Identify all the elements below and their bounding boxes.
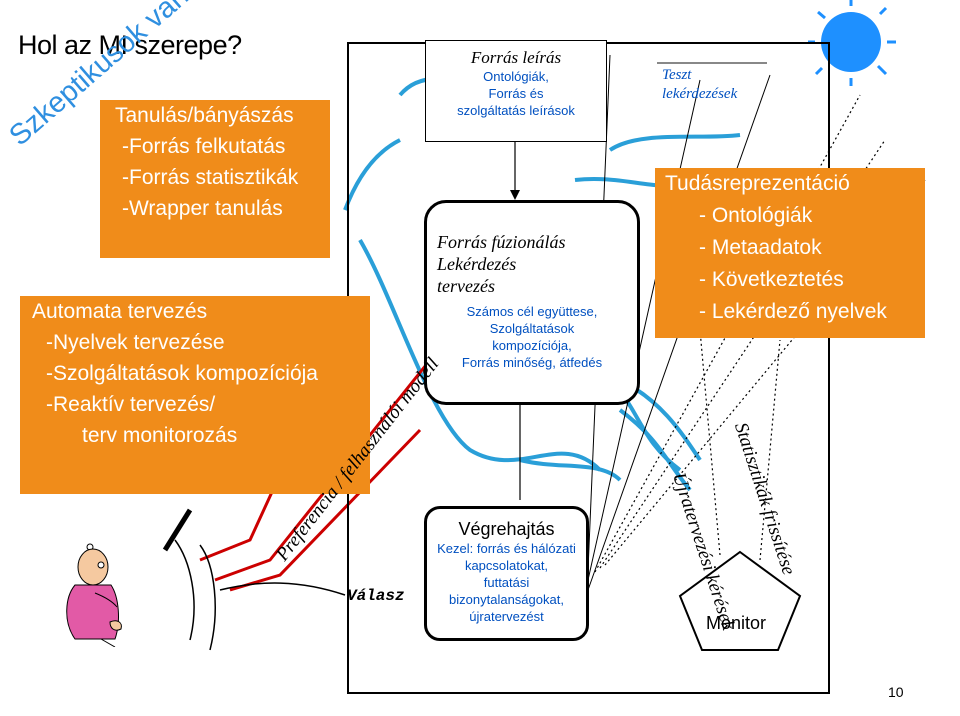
source-line: Ontológiák, [483, 69, 549, 84]
knowledge-line: - Metaadatok [699, 236, 822, 259]
fusion-line: Számos cél együttese, [466, 304, 598, 319]
knowledge-line: - Lekérdező nyelvek [699, 300, 887, 323]
slide-title: Hol az MI szerepe? [18, 30, 242, 60]
knowledge-box: Tudásreprezentáció - Ontológiák - Metaad… [655, 168, 925, 338]
source-title: Forrás leírás [470, 48, 562, 67]
answer-label: Válasz [347, 587, 405, 605]
user-figure-icon [66, 543, 122, 647]
planning-line: Automata tervezés [32, 300, 208, 323]
fusion-box: Forrás fúzionálás Lekérdezés tervezés Sz… [424, 200, 640, 405]
source-description-box: Forrás leírás Ontológiák, Forrás és szol… [425, 40, 607, 142]
test-queries-label: Teszt lekérdezések [662, 66, 737, 104]
source-line: Forrás és [488, 86, 544, 101]
execution-line: futtatási [483, 575, 530, 590]
planning-line: -Reaktív tervezés/ [46, 393, 216, 416]
test-queries-line: Teszt [662, 67, 692, 83]
fusion-title: Forrás fúzionálás Lekérdezés tervezés [427, 203, 637, 297]
execution-line: Kezel: forrás és hálózati [437, 541, 576, 556]
planning-box: Automata tervezés -Nyelvek tervezése -Sz… [20, 296, 370, 494]
knowledge-line: - Következtetés [699, 268, 844, 291]
fusion-line: kompozíciója, [492, 338, 572, 353]
monitor-label: Monitor [706, 613, 767, 633]
fusion-line: Szolgáltatások [489, 321, 575, 336]
source-line: szolgáltatás leírások [457, 103, 575, 118]
monitor-pentagon [678, 550, 802, 651]
fusion-title-line: Lekérdezés [437, 254, 517, 274]
planning-line: -Szolgáltatások kompozíciója [46, 362, 318, 385]
execution-line: bizonytalanságokat, [449, 592, 564, 607]
test-queries-line: lekérdezések [662, 86, 738, 102]
learning-line: -Wrapper tanulás [122, 197, 283, 220]
learning-box: Tanulás/bányászás -Forrás felkutatás -Fo… [100, 100, 330, 258]
knowledge-line: Tudásreprezentáció [665, 172, 850, 195]
execution-box: Végrehajtás Kezel: forrás és hálózati ka… [424, 506, 589, 641]
execution-title: Végrehajtás [458, 519, 555, 539]
planning-line: terv monitorozás [82, 424, 238, 447]
learning-line: Tanulás/bányászás [115, 104, 294, 127]
knowledge-line: - Ontológiák [699, 204, 813, 227]
planning-line: -Nyelvek tervezése [46, 331, 225, 354]
learning-line: -Forrás felkutatás [122, 135, 286, 158]
fusion-desc: Számos cél együttese, Szolgáltatások kom… [427, 303, 637, 371]
fusion-title-line: tervezés [437, 276, 495, 296]
page-number: 10 [888, 684, 904, 700]
execution-line: újratervezést [469, 609, 544, 624]
fusion-line: Forrás minőség, átfedés [461, 355, 603, 370]
execution-line: kapcsolatokat, [464, 558, 549, 573]
fusion-title-line: Forrás fúzionálás [437, 232, 566, 252]
learning-line: -Forrás statisztikák [122, 166, 299, 189]
